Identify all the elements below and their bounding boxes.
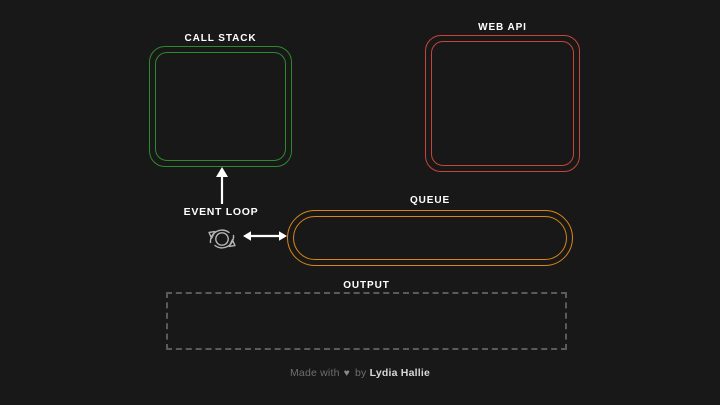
queue-panel-outer-border [287, 210, 573, 266]
output-label: OUTPUT [343, 280, 390, 291]
call-stack-panel[interactable] [155, 52, 286, 161]
web-api-panel[interactable] [431, 41, 574, 166]
event-loop-label: EVENT LOOP [183, 206, 259, 218]
loop-cycle-icon[interactable] [202, 220, 242, 258]
web-api-label: WEB API [478, 22, 527, 33]
output-panel[interactable] [166, 292, 567, 350]
footer-by-text: by [355, 367, 367, 379]
queue-panel[interactable] [293, 216, 567, 260]
call-stack-panel-outer-border [149, 46, 292, 167]
arrow-up-icon [206, 166, 238, 206]
call-stack-label: CALL STACK [184, 33, 257, 44]
web-api-panel-outer-border [425, 35, 580, 172]
footer-author-link[interactable]: Lydia Hallie [369, 367, 431, 379]
heart-icon: ♥ [343, 368, 350, 379]
footer-made-with-text: Made with [289, 367, 340, 379]
queue-label: QUEUE [409, 195, 451, 206]
footer-credit: Made with ♥ by Lydia Hallie [0, 366, 720, 381]
arrow-left-right-icon [243, 228, 287, 244]
